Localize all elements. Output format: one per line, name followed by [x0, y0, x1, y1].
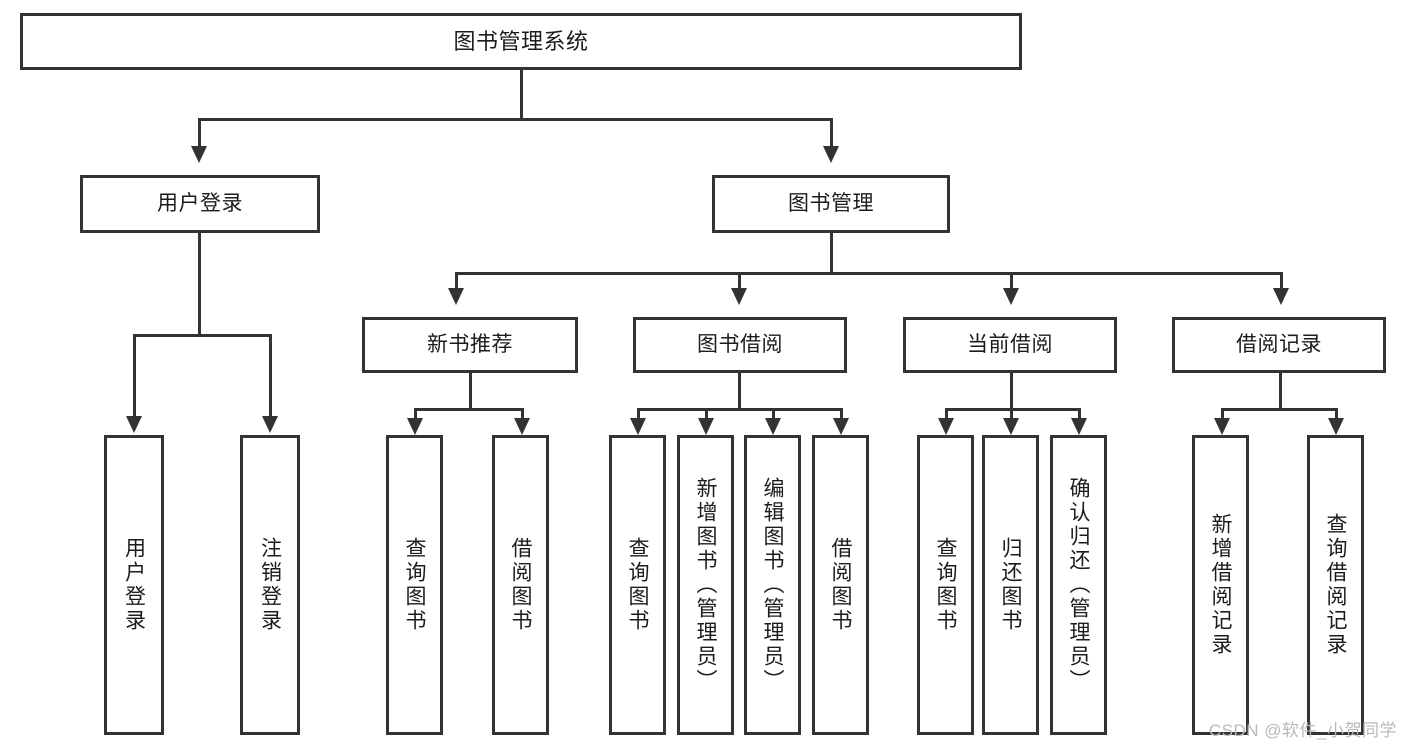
connector-book-borrow-to-leaf-3 — [840, 408, 843, 420]
connector-book-borrow-to-leaf-0 — [637, 408, 640, 420]
connector-book-borrow-to-leaf-1 — [705, 408, 708, 420]
arrowhead-root-to-book-mgmt — [823, 146, 839, 163]
arrowhead-new-book-to-leaf-0 — [407, 418, 423, 435]
arrowhead-current-borrow-to-leaf-1 — [1003, 418, 1019, 435]
arrowhead-book-borrow-to-leaf-2 — [765, 418, 781, 435]
leaf-new-book-borrow[interactable]: 借阅图书 — [492, 435, 549, 735]
leaf-label: 用户登录 — [122, 537, 146, 633]
leaf-label: 注销登录 — [258, 537, 282, 633]
arrowhead-book-mgmt-to-child-3 — [1273, 288, 1289, 305]
arrowhead-new-book-to-leaf-1 — [514, 418, 530, 435]
connector-current-borrow-to-leaf-0 — [945, 408, 948, 420]
connector-borrow-record-to-leaf-0 — [1221, 408, 1224, 420]
leaf-current-borrow-confirm-return[interactable]: 确认归还（管理员） — [1050, 435, 1107, 735]
node-book-borrow[interactable]: 图书借阅 — [633, 317, 847, 373]
connector-book-mgmt-to-child-0 — [455, 272, 458, 290]
leaf-label: 借阅图书 — [509, 537, 532, 633]
connector-new-book-stem — [469, 373, 472, 409]
connector-book-mgmt-to-child-2 — [1010, 272, 1013, 290]
connector-current-borrow-to-leaf-1 — [1010, 408, 1013, 420]
node-label: 新书推荐 — [427, 332, 513, 356]
connector-book-borrow-bar — [637, 408, 843, 411]
node-root-system[interactable]: 图书管理系统 — [20, 13, 1022, 70]
connector-user-login-to-leaf-1 — [269, 334, 272, 418]
leaf-book-borrow-add[interactable]: 新增图书（管理员） — [677, 435, 734, 735]
arrowhead-book-mgmt-to-child-1 — [731, 288, 747, 305]
arrowhead-book-borrow-to-leaf-0 — [630, 418, 646, 435]
leaf-label: 新增图书（管理员） — [694, 477, 717, 693]
leaf-current-borrow-return[interactable]: 归还图书 — [982, 435, 1039, 735]
connector-new-book-to-leaf-1 — [521, 408, 524, 420]
node-label: 用户登录 — [157, 191, 243, 215]
leaf-user-login-login[interactable]: 用户登录 — [104, 435, 164, 735]
node-current-borrow[interactable]: 当前借阅 — [903, 317, 1117, 373]
node-borrow-record[interactable]: 借阅记录 — [1172, 317, 1386, 373]
arrowhead-book-borrow-to-leaf-3 — [833, 418, 849, 435]
arrowhead-current-borrow-to-leaf-2 — [1071, 418, 1087, 435]
leaf-borrow-record-query[interactable]: 查询借阅记录 — [1307, 435, 1364, 735]
connector-borrow-record-to-leaf-1 — [1335, 408, 1338, 420]
leaf-label: 确认归还（管理员） — [1067, 477, 1090, 693]
leaf-label: 查询借阅记录 — [1324, 513, 1347, 657]
leaf-book-borrow-query[interactable]: 查询图书 — [609, 435, 666, 735]
arrowhead-root-to-user-login — [191, 146, 207, 163]
connector-book-borrow-to-leaf-2 — [772, 408, 775, 420]
node-label: 当前借阅 — [967, 332, 1053, 356]
node-label: 借阅记录 — [1236, 332, 1322, 356]
node-label: 图书管理 — [788, 191, 874, 215]
arrowhead-book-mgmt-to-child-2 — [1003, 288, 1019, 305]
connector-user-login-bar — [133, 334, 272, 337]
connector-book-mgmt-stem — [830, 233, 833, 272]
arrowhead-user-login-to-leaf-1 — [262, 416, 278, 433]
connector-root-to-user-login — [198, 118, 201, 148]
node-label: 图书借阅 — [697, 332, 783, 356]
arrowhead-book-mgmt-to-child-0 — [448, 288, 464, 305]
node-book-management[interactable]: 图书管理 — [712, 175, 950, 233]
arrowhead-user-login-to-leaf-0 — [126, 416, 142, 433]
connector-user-login-to-leaf-0 — [133, 334, 136, 418]
connector-new-book-to-leaf-0 — [414, 408, 417, 420]
leaf-current-borrow-query[interactable]: 查询图书 — [917, 435, 974, 735]
connector-root-bar — [198, 118, 833, 121]
leaf-new-book-query[interactable]: 查询图书 — [386, 435, 443, 735]
leaf-label: 查询图书 — [934, 537, 957, 633]
connector-new-book-bar — [414, 408, 524, 411]
connector-user-login-stem — [198, 233, 201, 334]
arrowhead-current-borrow-to-leaf-0 — [938, 418, 954, 435]
arrowhead-borrow-record-to-leaf-0 — [1214, 418, 1230, 435]
arrowhead-borrow-record-to-leaf-1 — [1328, 418, 1344, 435]
leaf-book-borrow-edit[interactable]: 编辑图书（管理员） — [744, 435, 801, 735]
leaf-label: 归还图书 — [999, 537, 1022, 633]
leaf-label: 编辑图书（管理员） — [761, 477, 784, 693]
node-new-book-recommend[interactable]: 新书推荐 — [362, 317, 578, 373]
connector-book-borrow-stem — [738, 373, 741, 409]
connector-borrow-record-stem — [1279, 373, 1282, 409]
connector-book-mgmt-bar — [455, 272, 1283, 275]
leaf-borrow-record-add[interactable]: 新增借阅记录 — [1192, 435, 1249, 735]
leaf-label: 查询图书 — [403, 537, 426, 633]
connector-root-stem — [520, 70, 523, 118]
node-user-login[interactable]: 用户登录 — [80, 175, 320, 233]
arrowhead-book-borrow-to-leaf-1 — [698, 418, 714, 435]
node-label: 图书管理系统 — [453, 28, 589, 54]
leaf-user-login-logout[interactable]: 注销登录 — [240, 435, 300, 735]
connector-current-borrow-bar — [945, 408, 1081, 411]
connector-book-mgmt-to-child-3 — [1280, 272, 1283, 290]
connector-current-borrow-stem — [1010, 373, 1013, 409]
leaf-label: 查询图书 — [626, 537, 649, 633]
leaf-label: 新增借阅记录 — [1209, 513, 1232, 657]
leaf-label: 借阅图书 — [829, 537, 852, 633]
connector-borrow-record-bar — [1221, 408, 1338, 411]
connector-root-to-book-mgmt — [830, 118, 833, 148]
connector-book-mgmt-to-child-1 — [738, 272, 741, 290]
leaf-book-borrow-lend[interactable]: 借阅图书 — [812, 435, 869, 735]
connector-current-borrow-to-leaf-2 — [1078, 408, 1081, 420]
